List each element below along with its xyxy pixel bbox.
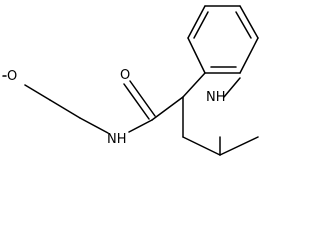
bond-nitrogen-carbonyl [128,119,153,133]
carbonyl-double-bond-a [123,83,150,120]
bond-ch2-ch2 [49,99,81,119]
carbonyl-oxygen-label: O [120,68,130,83]
methoxy-oxygen-label: O [7,69,17,84]
aromatic-inner-bond-2 [235,11,252,39]
amide-group [123,80,184,133]
bond-carbonyl-c4 [151,96,184,121]
ring-nitrogen-label: NH [206,90,226,105]
bond-c4a-c5 [187,37,206,74]
aromatic-inner-bond-1 [193,11,209,39]
amide-nitrogen-label: NH [107,132,127,147]
bond-oxygen-ch2 [24,84,51,101]
chemical-structure-diagram: O O NH NH [2,5,259,156]
benzene-ring [187,5,259,74]
tetrahydro-ring [182,72,259,156]
carbonyl-double-bond-b [129,80,156,117]
bond-c5-c6 [187,5,206,39]
bond-n1-c8a [223,77,241,98]
methoxyethyl-chain [2,75,109,134]
bond-c4-c4a [182,72,206,98]
bond-ch2-nitrogen [79,117,109,134]
bond-c3-c2 [182,136,221,156]
bond-c8-c8a [239,37,259,74]
bond-c2-methyl [219,136,259,156]
bond-c7-c8 [239,5,259,39]
